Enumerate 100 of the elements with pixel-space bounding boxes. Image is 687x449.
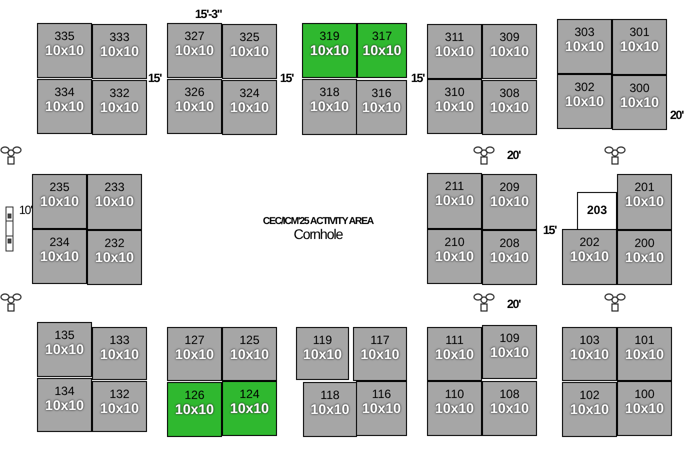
booth-number: 302 [573, 81, 596, 94]
booth [167, 382, 222, 437]
dimension-label: 15' [543, 223, 556, 237]
booth-size: 10x10 [310, 402, 350, 417]
booth-number: 126 [183, 389, 206, 402]
booth-size: 10x10 [434, 44, 475, 59]
booth-size: 10x10 [360, 347, 400, 362]
booth [427, 173, 482, 229]
booth-number: 209 [498, 181, 521, 194]
area-title: CEC/ICM'25 ACTIVITY AREA [262, 216, 374, 227]
booth [222, 381, 277, 436]
booth [427, 229, 482, 284]
booth-size: 10x10 [569, 402, 610, 417]
booth-size: 10x10 [361, 401, 402, 416]
booth-number: 324 [238, 87, 261, 100]
booth [222, 80, 277, 135]
booth [87, 174, 142, 230]
dimension-label: 20' [507, 148, 520, 162]
booth [167, 23, 222, 78]
booth-number: 110 [444, 388, 466, 401]
booth [92, 327, 147, 380]
activity-name: Cornhole [294, 226, 342, 242]
booth-size: 10x10 [229, 100, 270, 115]
booth [482, 381, 537, 436]
booth-size: 10x10 [44, 43, 85, 58]
booth-number: 119 [312, 334, 334, 347]
booth-number: 102 [578, 389, 601, 402]
booth [32, 174, 87, 229]
dimension-label: 15'-3" [195, 7, 222, 21]
booth [92, 381, 147, 432]
booth [557, 74, 612, 129]
booth-size: 10x10 [624, 401, 665, 416]
booth-number: 208 [498, 237, 521, 250]
booth-size: 10x10 [489, 194, 530, 209]
booth [612, 75, 667, 130]
booth-number: 332 [108, 87, 131, 100]
booth [617, 381, 672, 436]
booth-number: 325 [238, 31, 261, 44]
booth-number: 326 [183, 86, 206, 99]
booth-size: 10x10 [434, 347, 475, 362]
booth [37, 322, 92, 377]
booth-number: 232 [103, 237, 126, 250]
booth [482, 230, 537, 285]
booth-size: 10x10 [434, 401, 475, 416]
booth-space [577, 192, 617, 230]
booth-size: 10x10 [174, 43, 215, 58]
booth-number: 327 [183, 30, 206, 43]
booth-size: 10x10 [434, 249, 475, 264]
dimension-label: 15' [411, 71, 424, 85]
booth-size: 10x10 [229, 44, 270, 59]
booth [222, 24, 277, 79]
booth-number: 125 [238, 334, 261, 347]
dimension-label: 15' [280, 71, 294, 85]
booth-number: 235 [48, 181, 71, 194]
booth [617, 230, 672, 285]
booth [482, 24, 537, 79]
booth-size: 10x10 [569, 347, 610, 362]
booth-number: 124 [238, 388, 261, 401]
booth-number: 301 [628, 26, 651, 39]
booth [302, 79, 357, 135]
booth-size: 10x10 [362, 43, 402, 58]
booth-number: 101 [633, 334, 656, 347]
booth-number: 318 [318, 86, 341, 99]
booth [612, 19, 667, 75]
booth-size: 10x10 [309, 43, 350, 58]
booth-number: 335 [53, 30, 76, 43]
booth-size: 10x10 [624, 250, 665, 265]
booth-size: 10x10 [569, 249, 610, 264]
booth-size: 10x10 [624, 194, 665, 209]
booth-size: 10x10 [99, 347, 140, 362]
booth-size: 10x10 [229, 347, 270, 362]
booth-size: 10x10 [564, 39, 605, 54]
booth [427, 381, 482, 436]
booth [303, 382, 357, 437]
booth-number: 203 [586, 204, 608, 217]
booth-number: 108 [498, 388, 521, 401]
booth-number: 300 [628, 82, 651, 95]
booth-number: 200 [633, 237, 656, 250]
booth [92, 24, 147, 79]
booth-number: 303 [573, 26, 596, 39]
booth-size: 10x10 [44, 398, 85, 413]
booth-size: 10x10 [174, 402, 215, 417]
booth-number: 319 [318, 30, 341, 43]
booth-number: 311 [444, 31, 466, 44]
booth [167, 327, 222, 381]
booth [353, 327, 407, 381]
booth [482, 80, 537, 135]
booth-number: 116 [370, 388, 392, 401]
booth [296, 327, 349, 380]
booth-number: 317 [370, 30, 394, 43]
booth-number: 133 [108, 334, 131, 347]
booth-size: 10x10 [39, 194, 80, 209]
booth-size: 10x10 [619, 39, 660, 54]
booth-number: 127 [183, 334, 206, 347]
booth-number: 117 [369, 334, 391, 347]
booth-number: 233 [103, 181, 126, 194]
booth-number: 334 [53, 86, 76, 99]
booth [562, 327, 617, 381]
booth [356, 381, 407, 436]
booth-number: 202 [578, 236, 601, 249]
